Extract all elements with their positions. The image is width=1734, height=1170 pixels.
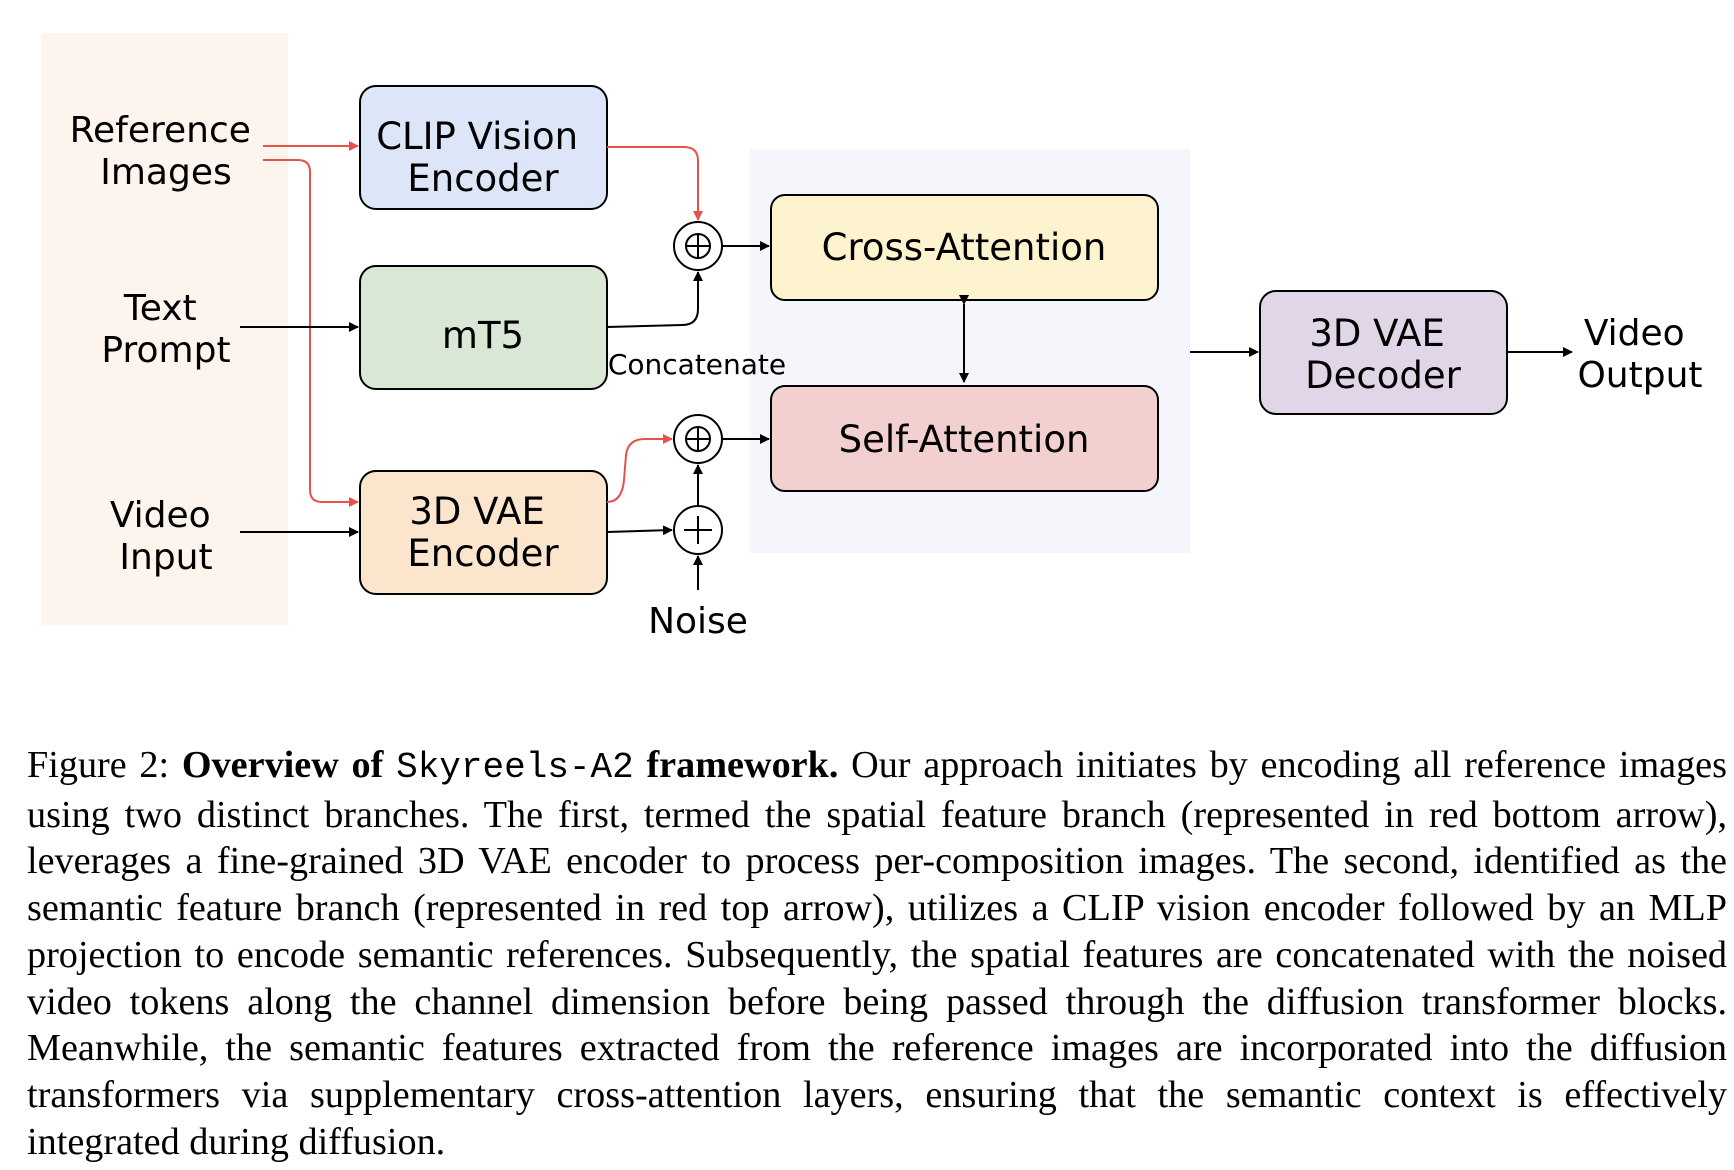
- vae-to-concat-arrow: [606, 434, 673, 503]
- caption-title-bold: Overview of: [181, 744, 384, 786]
- concatenate-label: Concatenate: [608, 348, 786, 381]
- caption-label: Figure 2:: [27, 744, 170, 786]
- text-prompt-label: Text Prompt: [101, 288, 230, 371]
- mt5-block: mT5: [359, 265, 608, 390]
- reference-images-label: Reference Images: [70, 110, 263, 193]
- svg-text:mT5: mT5: [442, 314, 524, 357]
- video-input-label: Video Input: [110, 495, 222, 578]
- svg-text:Self-Attention: Self-Attention: [839, 418, 1090, 461]
- add-circle: [673, 505, 723, 555]
- reference-to-vae-arrow: [263, 159, 359, 507]
- caption-title-bold-end: framework.: [646, 744, 839, 786]
- svg-text:CLIP Vision Encoder: CLIP Vision Encoder: [376, 115, 590, 200]
- self-attention-block: Self-Attention: [770, 385, 1159, 492]
- clip-vision-encoder-block: CLIP Vision Encoder: [359, 85, 608, 210]
- concat-circle-top: [673, 221, 723, 271]
- caption-body: Our approach initiates by encoding all r…: [27, 744, 1727, 1163]
- framework-diagram: Reference Images Text Prompt Video Input…: [41, 33, 1703, 642]
- svg-text:3D VAE Decoder: 3D VAE Decoder: [1305, 312, 1461, 397]
- input-panel: [41, 33, 288, 625]
- mt5-to-concat-arrow: [606, 271, 703, 328]
- clip-to-concat-arrow: [607, 146, 703, 221]
- vae-decoder-block: 3D VAE Decoder: [1259, 290, 1508, 415]
- svg-text:Cross-Attention: Cross-Attention: [822, 226, 1107, 269]
- cross-attention-block: Cross-Attention: [770, 194, 1159, 301]
- noise-label: Noise: [648, 601, 748, 642]
- figure-caption: Figure 2: Overview of Skyreels-A2 framew…: [27, 742, 1727, 1165]
- svg-text:3D VAE Encoder: 3D VAE Encoder: [407, 490, 559, 575]
- vae-encoder-block: 3D VAE Encoder: [359, 470, 608, 595]
- vae-to-add-arrow: [606, 525, 673, 536]
- caption-framework-name: Skyreels-A2: [396, 747, 634, 788]
- video-output-label: Video Output: [1577, 313, 1702, 396]
- concat-circle-bottom: [673, 414, 723, 464]
